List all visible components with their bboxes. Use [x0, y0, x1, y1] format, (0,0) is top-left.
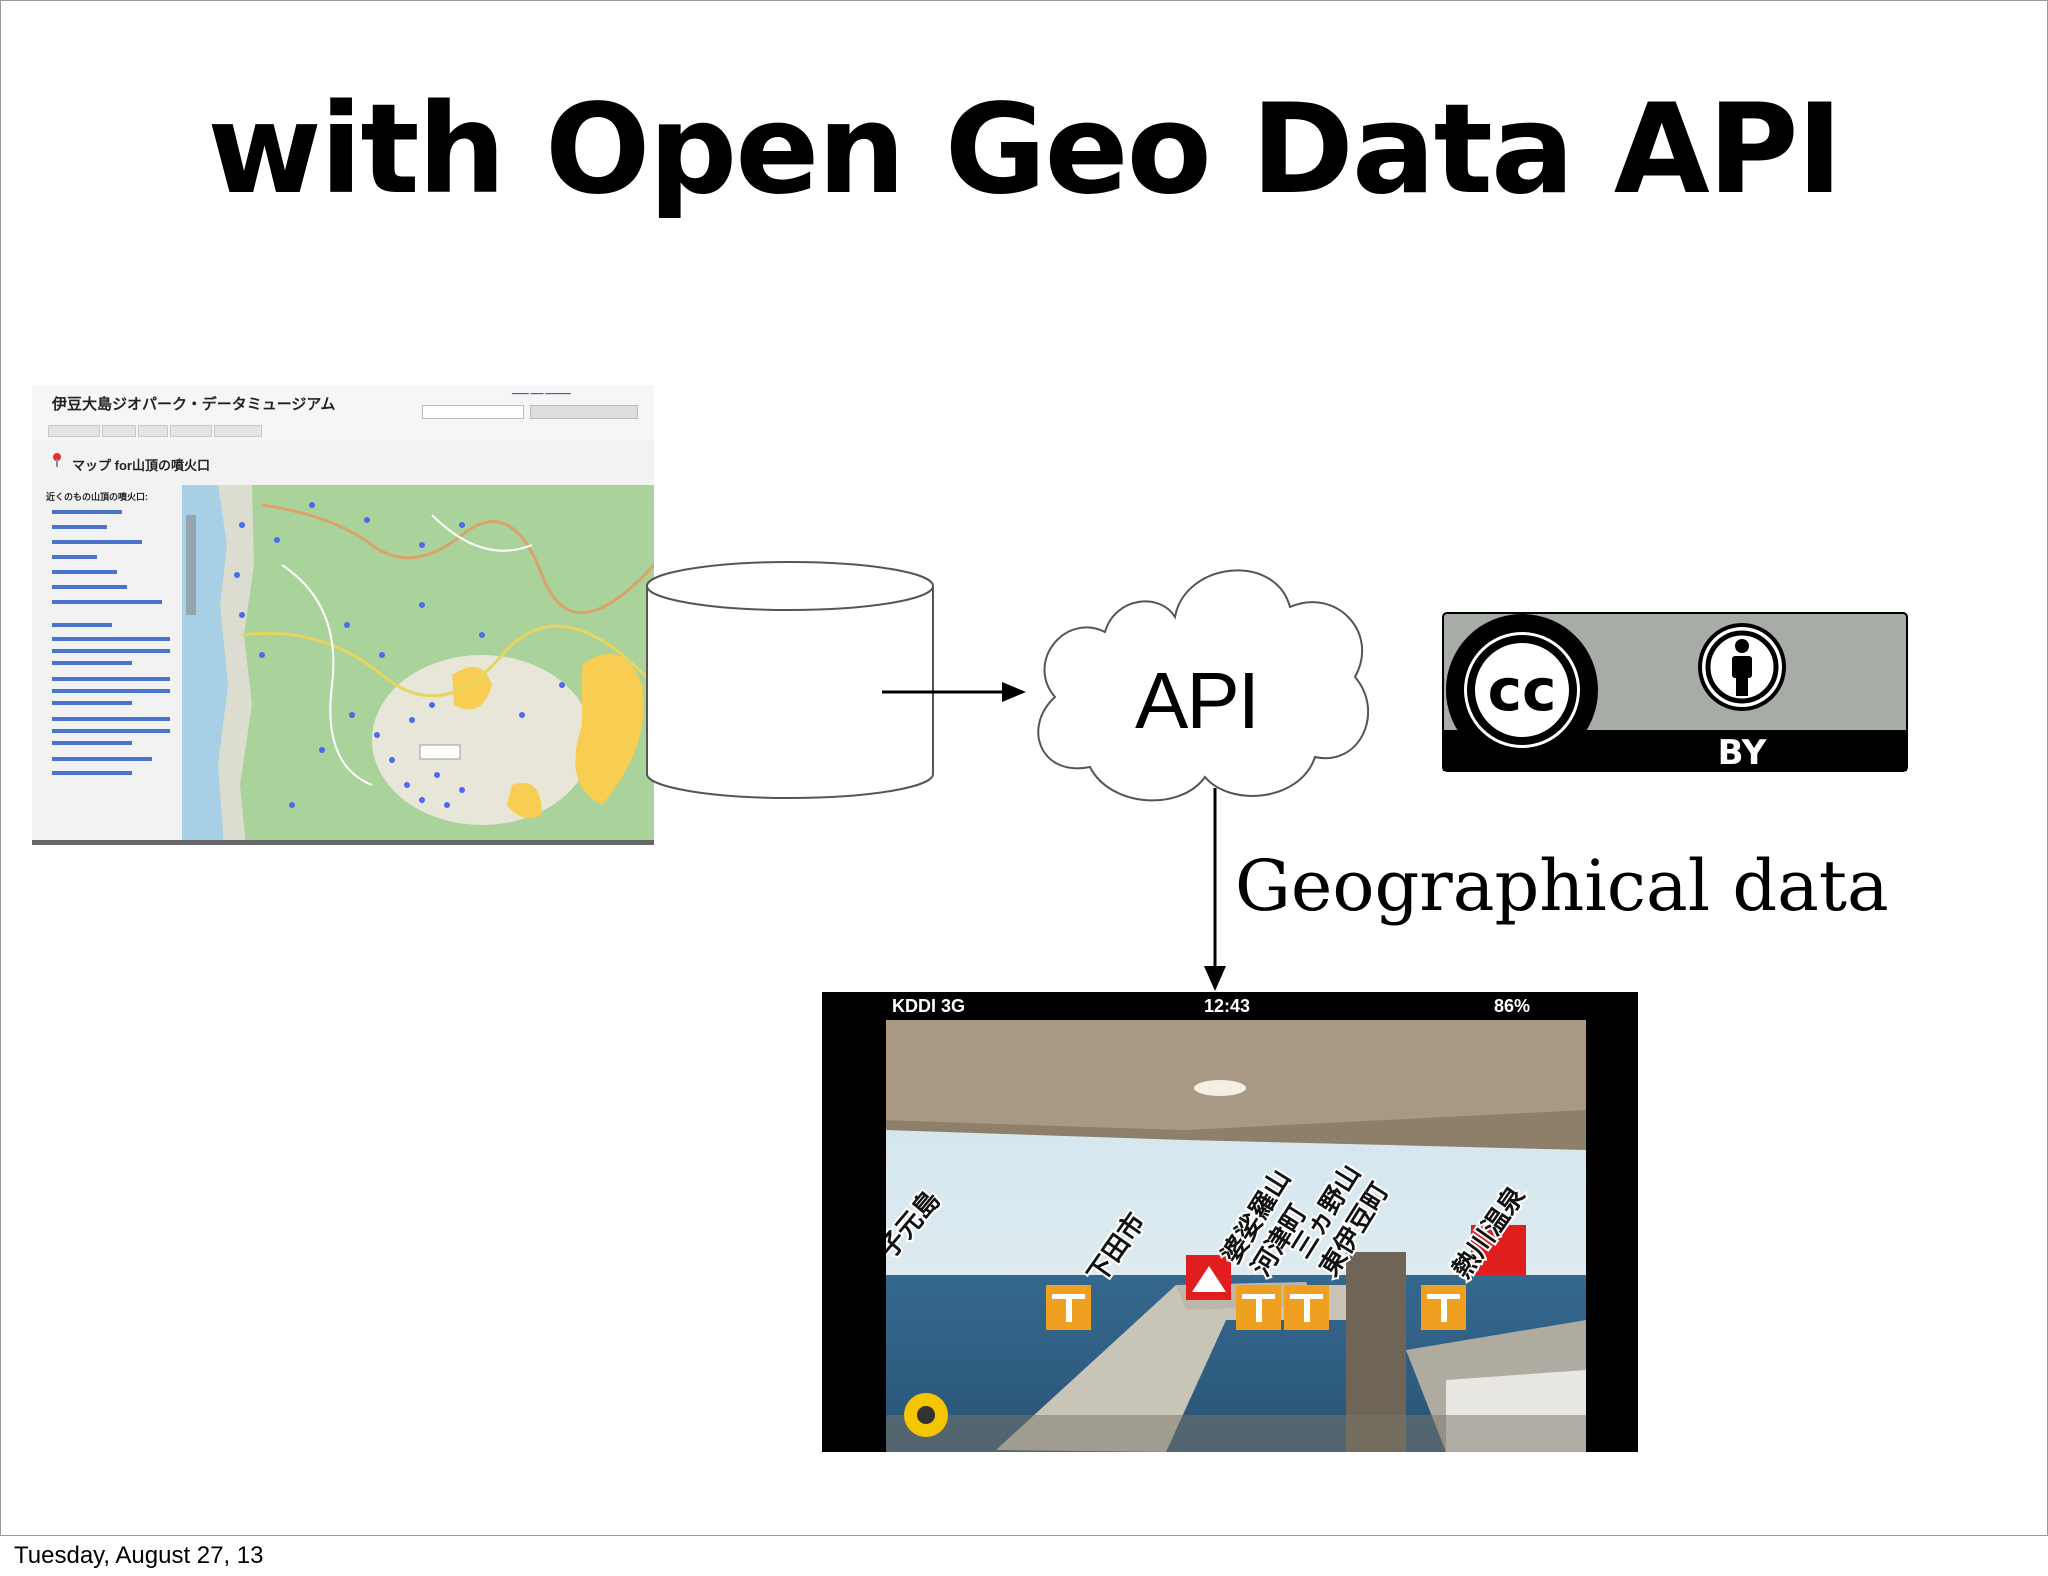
ar-marker-orange-icon [1284, 1285, 1329, 1330]
carrier-label: KDDI 3G [892, 996, 966, 1016]
cc-text: cc [1488, 656, 1557, 724]
arrow-right [882, 682, 1026, 702]
camera-view: 子元島 下田市 婆娑羅山 河津町 三ヵ野山 東伊豆町 熱川温泉 [886, 1020, 1586, 1452]
website-search-button[interactable] [530, 405, 638, 419]
ar-marker-orange-icon [1421, 1285, 1466, 1330]
website-page-title: マップ for山頂の噴火口 [72, 458, 210, 473]
website-list-item[interactable] [52, 649, 170, 653]
website-list-item[interactable] [52, 525, 107, 529]
api-label: API [1135, 656, 1260, 745]
battery-label: 86% [1494, 996, 1531, 1016]
phone-status-bar: KDDI 3G 12:43 86% [822, 992, 1638, 1020]
website-tab[interactable] [214, 425, 262, 437]
website-list-item[interactable] [52, 555, 97, 559]
ar-marker-orange-icon [1236, 1285, 1281, 1330]
website-bottom-bar [32, 840, 654, 845]
website-list-item[interactable] [52, 757, 152, 761]
geographical-data-label: Geographical data [1235, 845, 1889, 927]
website-site-title: 伊豆大島ジオパーク・データミュージアム [52, 396, 336, 413]
cc-by-license-badge: cc BY [1442, 612, 1908, 772]
website-tab[interactable] [48, 425, 100, 437]
database-cylinder [646, 561, 934, 799]
website-login-link[interactable]: ━━━━ ━━━ ━━━━━━ [512, 391, 571, 398]
website-search-input[interactable] [422, 405, 524, 419]
slide-title: with Open Geo Data API [207, 78, 1842, 222]
website-tab[interactable] [170, 425, 212, 437]
website-screenshot: 伊豆大島ジオパーク・データミュージアム ━━━━ ━━━ ━━━━━━ マップ … [32, 385, 654, 845]
phone-ar-screenshot: KDDI 3G 12:43 86% [822, 992, 1638, 1452]
website-map[interactable] [182, 485, 654, 845]
website-list-item[interactable] [52, 717, 170, 721]
website-list-item[interactable] [52, 771, 132, 775]
website-tab[interactable] [138, 425, 168, 437]
ar-marker-red-mountain-icon [1186, 1255, 1231, 1300]
by-text: BY [1718, 733, 1767, 772]
clock-label: 12:43 [1204, 996, 1251, 1016]
website-list-item[interactable] [52, 637, 170, 641]
arrow-down [1204, 788, 1226, 991]
website-list-item[interactable] [52, 729, 170, 733]
website-list-item[interactable] [52, 623, 112, 627]
website-list-item[interactable] [52, 570, 117, 574]
website-list-item[interactable] [52, 701, 132, 705]
website-list-item[interactable] [52, 510, 122, 514]
slide-footer-date: Tuesday, August 27, 13 [14, 1542, 264, 1569]
person-icon [1698, 623, 1786, 711]
website-list-title: 近くのもの山頂の噴火口: [46, 492, 148, 502]
website-list-item[interactable] [52, 600, 162, 604]
website-list-item[interactable] [52, 741, 132, 745]
map-pin-icon [53, 453, 61, 467]
ar-marker-red-icon [1471, 1225, 1526, 1275]
website-list-item[interactable] [52, 585, 127, 589]
website-tab[interactable] [102, 425, 136, 437]
website-list-item[interactable] [52, 540, 142, 544]
ar-marker-orange-icon [1046, 1285, 1091, 1330]
website-list-item[interactable] [52, 677, 170, 681]
api-cloud [1037, 569, 1370, 802]
website-list-item[interactable] [52, 661, 132, 665]
website-list-item[interactable] [52, 689, 170, 693]
